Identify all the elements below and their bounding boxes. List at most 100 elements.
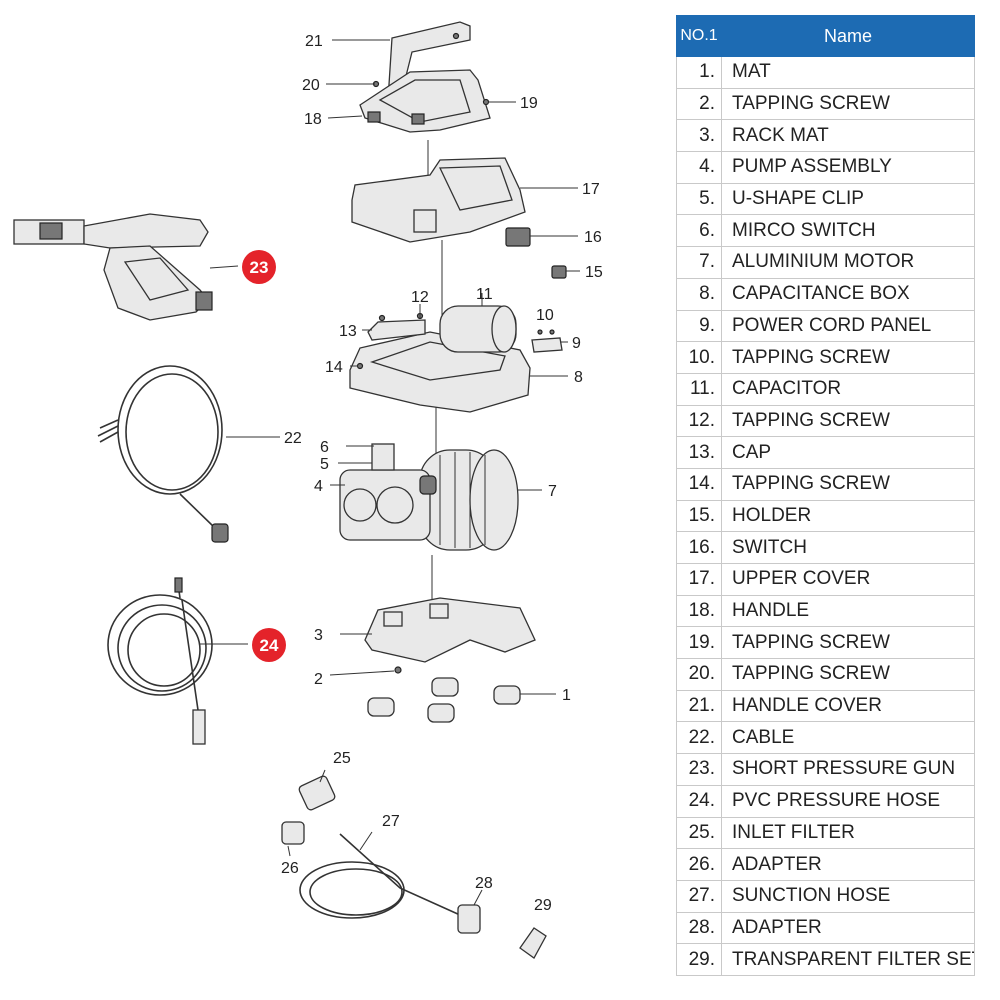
part-name: U-SHAPE CLIP xyxy=(721,182,975,216)
callout-16: 16 xyxy=(584,229,602,246)
part-name: TAPPING SCREW xyxy=(721,658,975,691)
holder-part xyxy=(551,265,567,279)
badge-24: 24 xyxy=(252,628,286,662)
row-number: 17. xyxy=(676,563,722,596)
part-name: ADAPTER xyxy=(721,911,975,945)
callout-25: 25 xyxy=(333,750,351,767)
callout-26: 26 xyxy=(281,860,299,877)
row-number: 11. xyxy=(676,372,722,406)
table-row: 10.TAPPING SCREW xyxy=(676,341,975,374)
table-row: 17.UPPER COVER xyxy=(676,563,975,596)
badge-23-label: 23 xyxy=(250,258,269,277)
part-name: INLET FILTER xyxy=(721,816,975,850)
part-name: HANDLE xyxy=(721,594,975,628)
row-number: 10. xyxy=(676,341,722,374)
callout-29: 29 xyxy=(534,897,552,914)
header-no: NO.1 xyxy=(676,15,722,57)
table-row: 18.HANDLE xyxy=(676,594,975,628)
table-row: 29.TRANSPARENT FILTER SET xyxy=(676,943,975,976)
pressure-gun-part xyxy=(13,213,213,321)
handle-part xyxy=(359,32,491,133)
callout-8: 8 xyxy=(574,369,583,386)
row-number: 14. xyxy=(676,467,722,501)
row-number: 26. xyxy=(676,848,722,881)
table-row: 12.TAPPING SCREW xyxy=(676,404,975,438)
table-row: 3.RACK MAT xyxy=(676,119,975,153)
row-number: 9. xyxy=(676,309,722,343)
adapter-28-part xyxy=(457,904,481,934)
callout-21: 21 xyxy=(305,33,323,50)
row-number: 5. xyxy=(676,182,722,216)
table-header-row: NO.1 Name xyxy=(676,15,975,57)
badge-23: 23 xyxy=(242,250,276,284)
row-number: 1. xyxy=(676,56,722,89)
suction-hose-part xyxy=(299,833,461,919)
part-name: PUMP ASSEMBLY xyxy=(721,151,975,184)
row-number: 19. xyxy=(676,626,722,660)
table-row: 28.ADAPTER xyxy=(676,911,975,945)
row-number: 15. xyxy=(676,499,722,533)
table-row: 14.TAPPING SCREW xyxy=(676,467,975,501)
row-number: 29. xyxy=(676,943,722,976)
row-number: 27. xyxy=(676,879,722,913)
row-number: 13. xyxy=(676,436,722,469)
switch-part xyxy=(505,227,531,247)
table-row: 7.ALUMINIUM MOTOR xyxy=(676,246,975,279)
part-name: SHORT PRESSURE GUN xyxy=(721,753,975,786)
table-row: 23.SHORT PRESSURE GUN xyxy=(676,753,975,786)
callout-19: 19 xyxy=(520,95,538,112)
upper-cover-part xyxy=(351,157,526,243)
table-row: 8.CAPACITANCE BOX xyxy=(676,277,975,311)
table-row: 19.TAPPING SCREW xyxy=(676,626,975,660)
callout-27: 27 xyxy=(382,813,400,830)
table-row: 21.HANDLE COVER xyxy=(676,689,975,723)
row-number: 16. xyxy=(676,531,722,564)
row-number: 21. xyxy=(676,689,722,723)
part-name: UPPER COVER xyxy=(721,563,975,596)
callout-14: 14 xyxy=(325,359,343,376)
part-name: HOLDER xyxy=(721,499,975,533)
part-name: TAPPING SCREW xyxy=(721,404,975,438)
table-row: 27.SUNCTION HOSE xyxy=(676,879,975,913)
row-number: 24. xyxy=(676,784,722,818)
callout-11: 11 xyxy=(476,286,493,303)
power-cord-panel-part xyxy=(531,337,563,353)
callout-5: 5 xyxy=(320,456,329,473)
callout-18: 18 xyxy=(304,111,322,128)
row-number: 23. xyxy=(676,753,722,786)
part-name: CAPACITANCE BOX xyxy=(721,277,975,311)
row-number: 12. xyxy=(676,404,722,438)
part-name: SUNCTION HOSE xyxy=(721,879,975,913)
callout-9: 9 xyxy=(572,335,581,352)
table-row: 24.PVC PRESSURE HOSE xyxy=(676,784,975,818)
callout-15: 15 xyxy=(585,264,603,281)
part-name: POWER CORD PANEL xyxy=(721,309,975,343)
callout-28: 28 xyxy=(475,875,493,892)
callout-12: 12 xyxy=(411,289,429,306)
rack-mat-part xyxy=(364,597,536,663)
part-name: TAPPING SCREW xyxy=(721,87,975,121)
part-name: RACK MAT xyxy=(721,119,975,153)
part-name: TAPPING SCREW xyxy=(721,341,975,374)
table-row: 25.INLET FILTER xyxy=(676,816,975,850)
table-row: 4.PUMP ASSEMBLY xyxy=(676,151,975,184)
part-name: CAPACITOR xyxy=(721,372,975,406)
callout-10: 10 xyxy=(536,307,554,324)
table-row: 22.CABLE xyxy=(676,721,975,755)
badge-24-label: 24 xyxy=(260,636,279,655)
part-name: SWITCH xyxy=(721,531,975,564)
callout-17: 17 xyxy=(582,181,600,198)
part-name: MAT xyxy=(721,56,975,89)
pvc-hose-part xyxy=(107,577,213,745)
part-name: PVC PRESSURE HOSE xyxy=(721,784,975,818)
pump-assembly-part xyxy=(339,443,437,541)
mat-parts xyxy=(367,677,521,723)
table-row: 11.CAPACITOR xyxy=(676,372,975,406)
row-number: 3. xyxy=(676,119,722,153)
callout-4: 4 xyxy=(314,478,323,495)
table-row: 6.MIRCO SWITCH xyxy=(676,214,975,248)
callout-2: 2 xyxy=(314,671,323,688)
exploded-parts-diagram: 21 20 18 19 17 16 15 12 11 10 13 9 14 8 … xyxy=(13,21,603,959)
